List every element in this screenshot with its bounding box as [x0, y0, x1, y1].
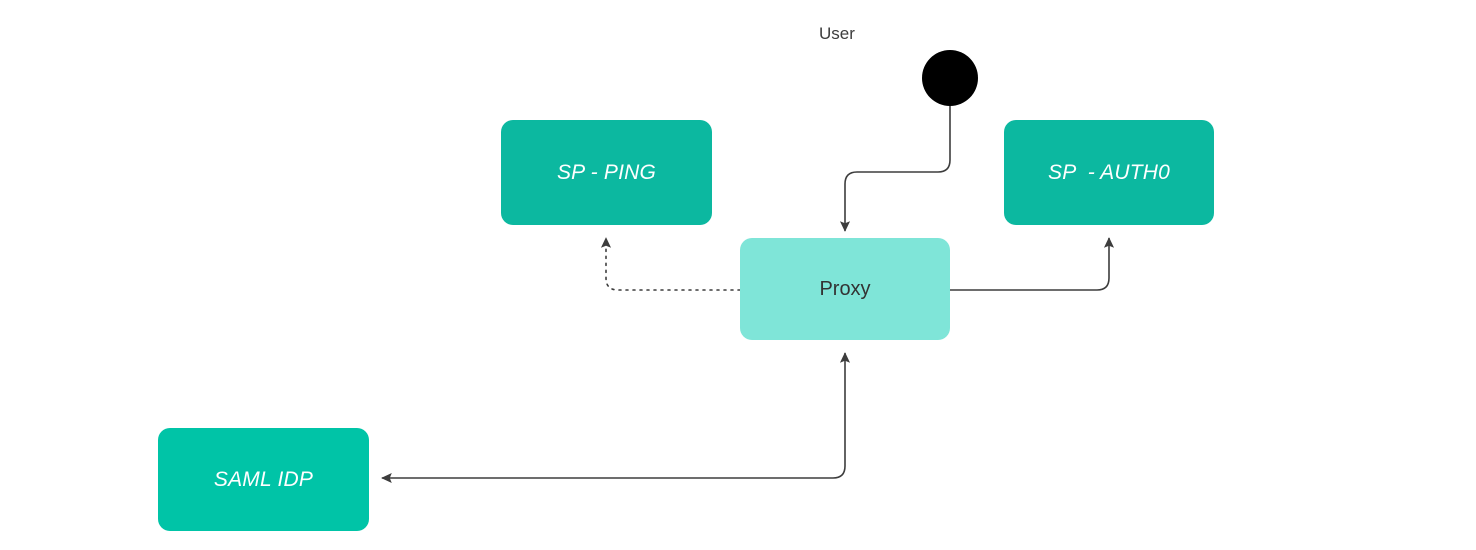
edge-proxy-to-sp-ping: [600, 237, 741, 291]
node-sp-auth0-label: SP - AUTH0: [1048, 160, 1170, 184]
node-saml-idp[interactable]: SAML IDP: [158, 428, 369, 531]
node-sp-ping-label: SP - PING: [556, 160, 657, 184]
node-sp-ping[interactable]: SP - PING: [501, 120, 712, 225]
node-saml-idp-label: SAML IDP: [213, 467, 314, 491]
node-proxy[interactable]: Proxy: [740, 238, 950, 340]
node-sp-auth0[interactable]: SP - AUTH0: [1004, 120, 1214, 225]
user-actor-label: User: [819, 24, 855, 43]
edge-proxy-to-sp-auth0: [950, 237, 1115, 291]
node-proxy-label: Proxy: [819, 278, 871, 300]
user-actor-dot[interactable]: [922, 50, 978, 106]
edge-user-to-proxy: [839, 106, 951, 232]
edge-proxy-to-saml-idp: [381, 352, 851, 484]
